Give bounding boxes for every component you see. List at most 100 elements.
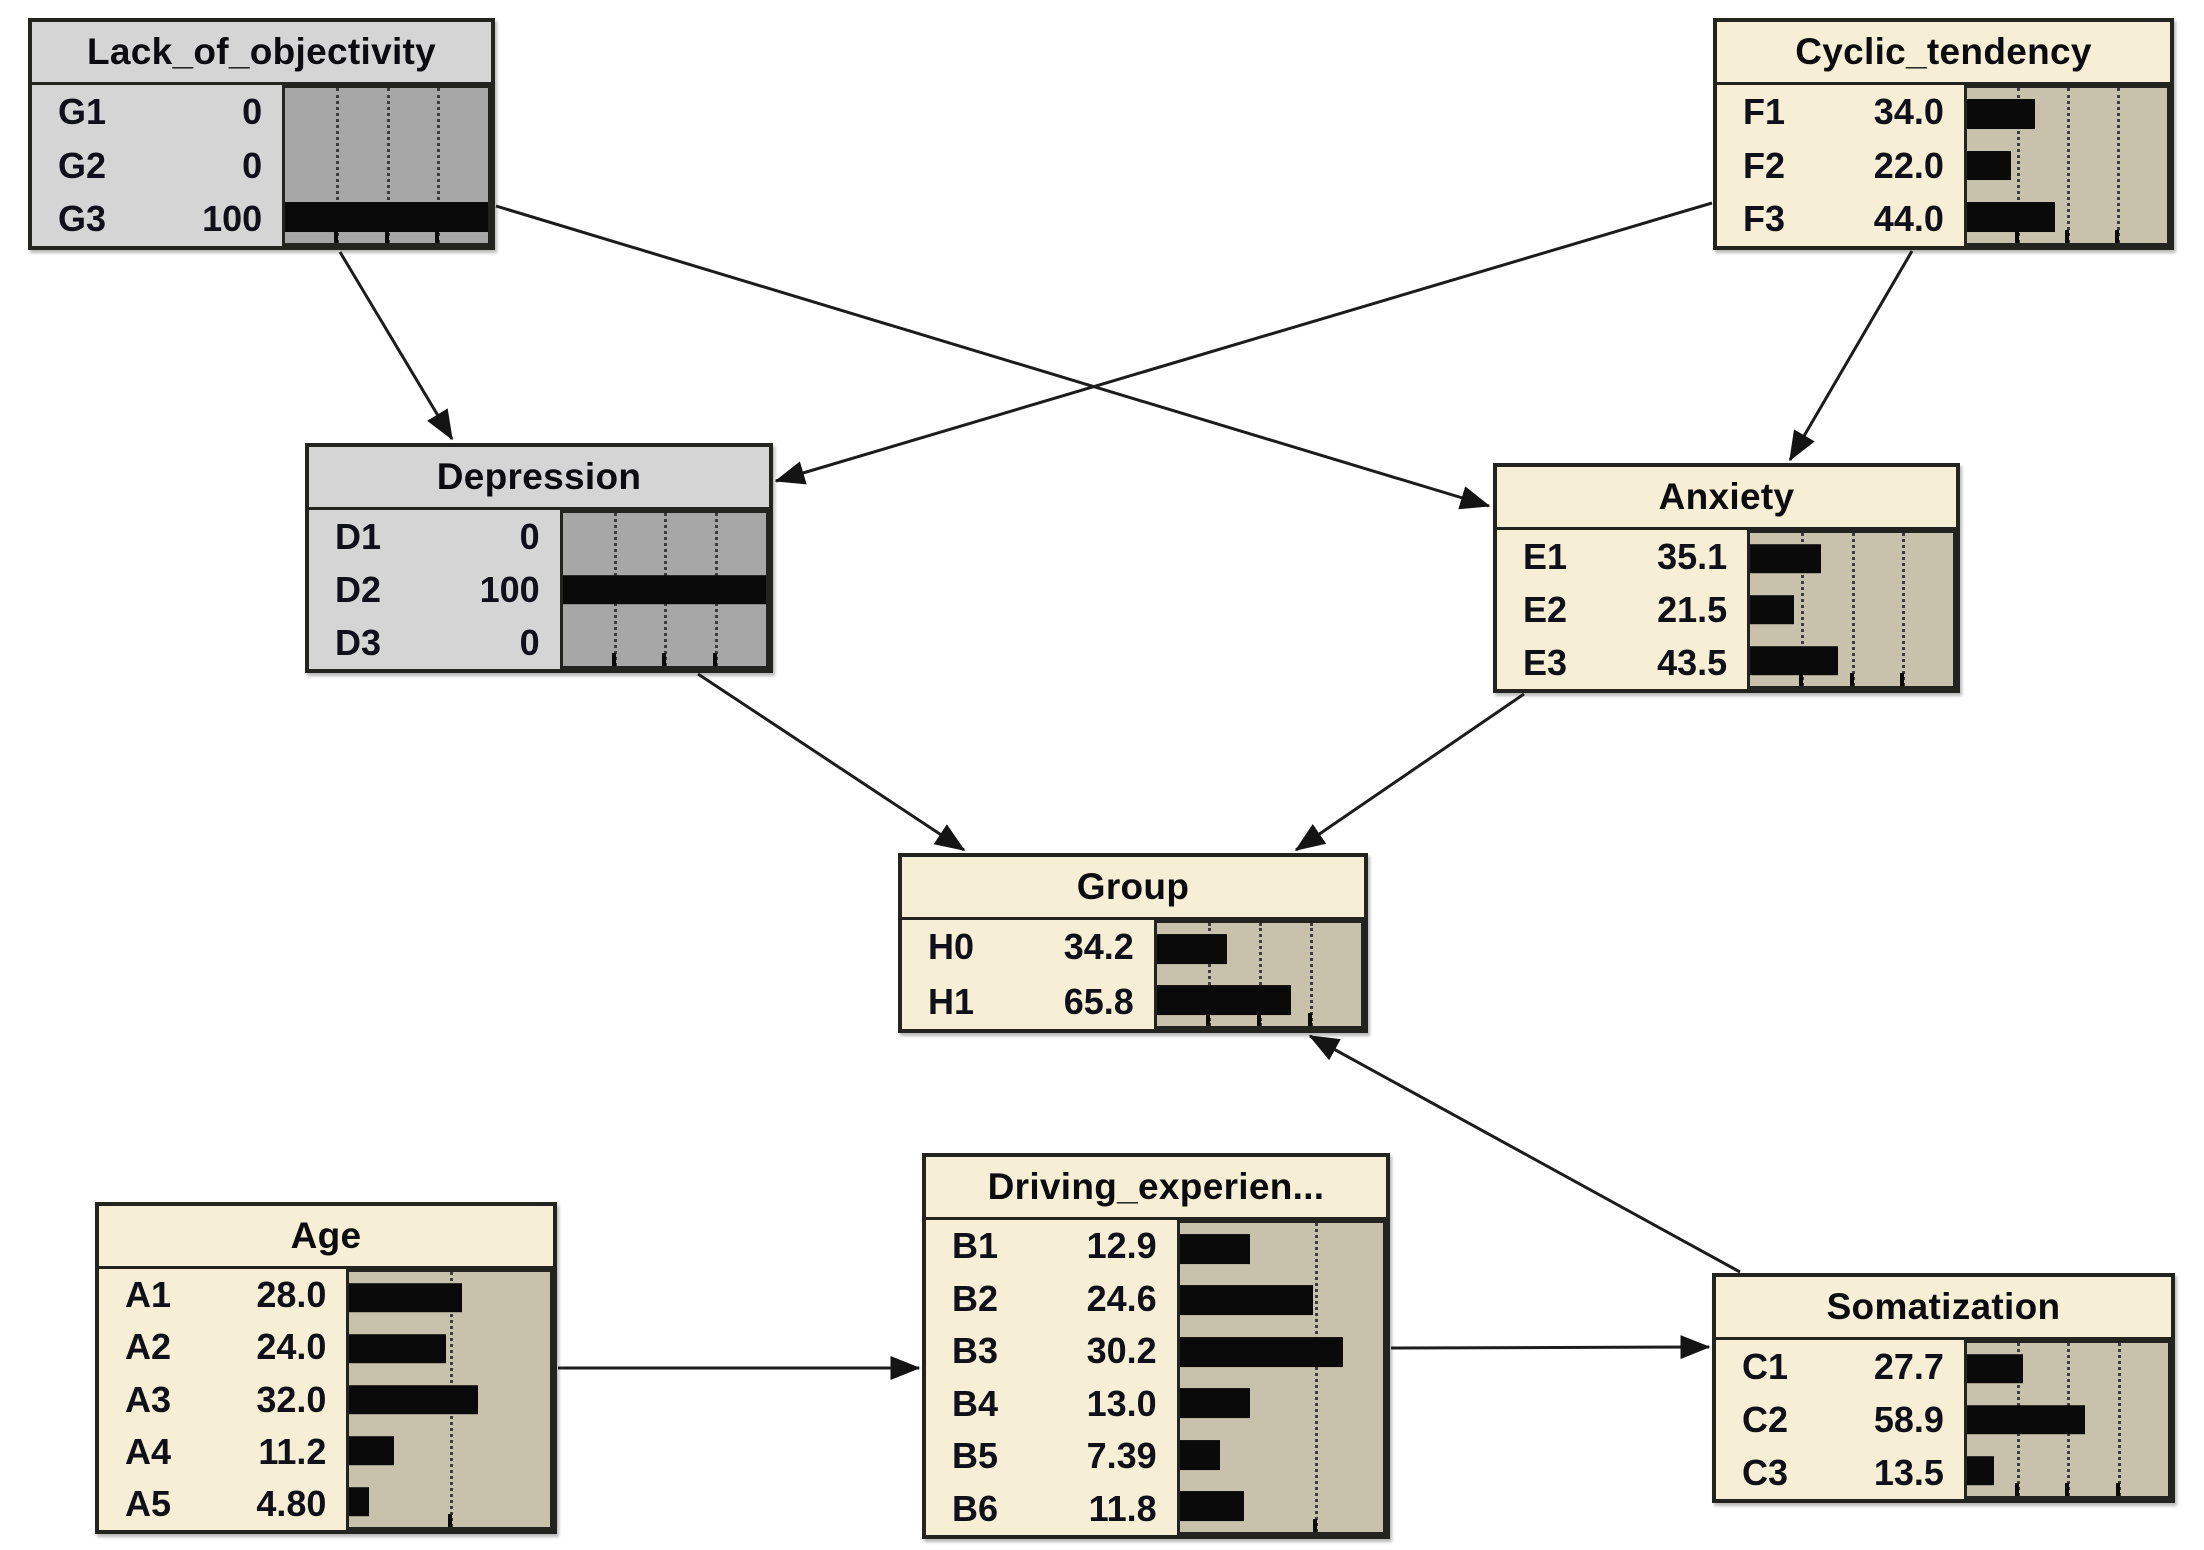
- belief-bar: [1750, 594, 1794, 625]
- belief-bar-chart: [1153, 920, 1364, 1029]
- belief-bar: [1966, 1404, 2086, 1435]
- axis-tick: [713, 653, 718, 666]
- bar-slot: [1179, 1326, 1383, 1378]
- belief-bar: [1179, 1336, 1344, 1367]
- bar-slot: [1750, 635, 1953, 686]
- gridline: [1851, 533, 1855, 686]
- state-probability: 65.8: [1063, 980, 1134, 1022]
- node-title: Somatization: [1716, 1277, 2171, 1340]
- axis-tick: [1256, 1013, 1261, 1026]
- node-title: Group: [902, 857, 1364, 920]
- state-probability: 58.9: [1873, 1398, 1944, 1440]
- gridline: [2117, 1343, 2121, 1496]
- axis-tick: [2015, 1483, 2020, 1496]
- state-label: A1: [125, 1274, 172, 1316]
- state-probability: 0: [519, 621, 540, 663]
- node-title: Anxiety: [1497, 467, 1956, 530]
- bar-slots: [562, 513, 766, 666]
- axis-tick: [1900, 673, 1905, 686]
- state-row-b4[interactable]: B4 13.0: [926, 1378, 1386, 1431]
- state-label: C3: [1742, 1451, 1789, 1493]
- belief-bar: [349, 1384, 478, 1415]
- state-probability: 32.0: [256, 1378, 327, 1420]
- bar-slot: [1966, 1394, 2168, 1445]
- state-probability: 34.2: [1063, 926, 1134, 968]
- state-row-c3[interactable]: C3 13.5: [1716, 1446, 2171, 1499]
- belief-bar: [349, 1333, 446, 1364]
- axis-tick: [2115, 1483, 2120, 1496]
- bar-slot: [1750, 584, 1953, 635]
- state-label: H1: [928, 980, 975, 1022]
- bar-slots: [1156, 923, 1361, 1026]
- state-row-h1[interactable]: H1 65.8: [902, 975, 1364, 1030]
- state-label: E3: [1523, 641, 1568, 683]
- state-probability: 11.2: [258, 1430, 327, 1472]
- bar-slot: [1179, 1378, 1383, 1430]
- state-label: G3: [58, 198, 107, 240]
- state-probability: 13.0: [1086, 1382, 1157, 1424]
- belief-bar-chart: [1963, 1340, 2171, 1499]
- axis-tick: [447, 1514, 452, 1527]
- axis-tick: [384, 230, 389, 243]
- axis-tick: [1849, 673, 1854, 686]
- gridline: [1309, 923, 1313, 1026]
- state-probability: 13.5: [1873, 1451, 1944, 1493]
- state-label: B4: [952, 1382, 999, 1424]
- arrow-cyclic-tendency-to-depression: [774, 201, 1713, 485]
- belief-bar: [1966, 1455, 1995, 1486]
- bar-slot: [562, 564, 766, 615]
- belief-bar-chart: [1747, 530, 1956, 689]
- belief-bar: [1750, 543, 1822, 574]
- node-title: Driving_experien...: [926, 1157, 1386, 1220]
- belief-bar: [1179, 1439, 1220, 1470]
- node-title: Cyclic_tendency: [1717, 22, 2170, 85]
- arrow-depression-to-group: [697, 672, 966, 852]
- state-label: A2: [125, 1326, 172, 1368]
- belief-bar: [1179, 1233, 1250, 1264]
- state-probability: 0: [519, 515, 540, 557]
- bar-slot: [1179, 1223, 1383, 1275]
- state-label: A5: [125, 1482, 172, 1524]
- bar-slot: [349, 1374, 550, 1425]
- node-title: Lack_of_objectivity: [32, 22, 491, 85]
